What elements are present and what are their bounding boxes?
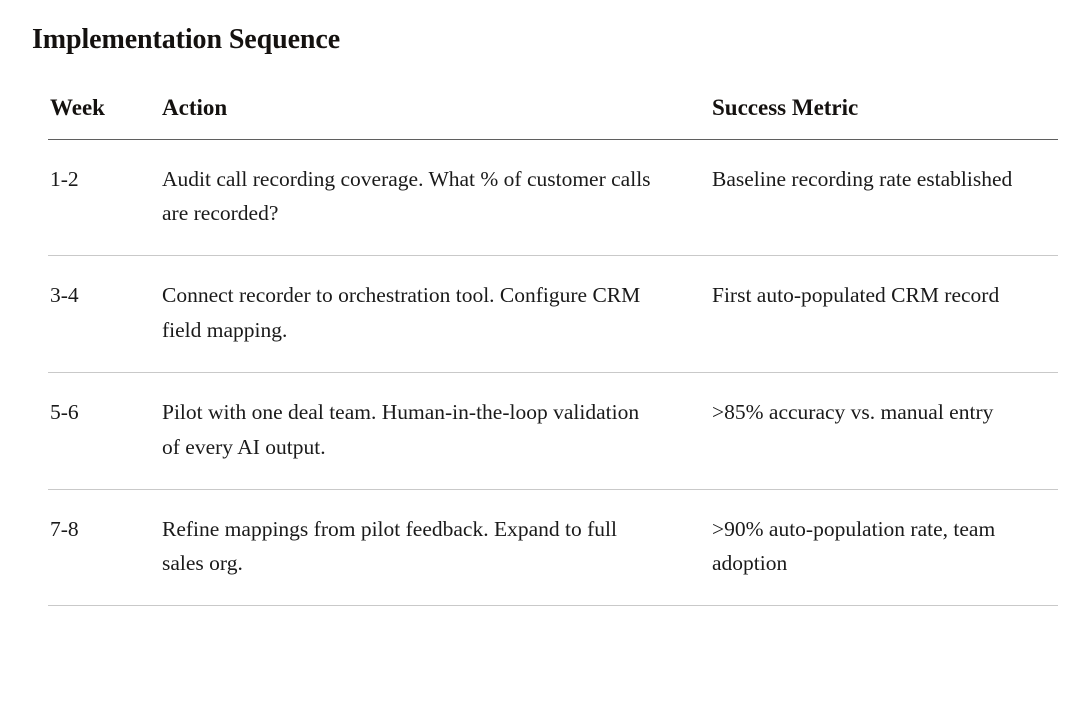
column-header-week: Week — [48, 94, 160, 140]
cell-week: 5-6 — [48, 372, 160, 490]
table-row: 3-4 Connect recorder to orchestration to… — [48, 255, 1058, 373]
table-row: 7-8 Refine mappings from pilot feedback.… — [48, 489, 1058, 607]
table-row: 1-2 Audit call recording coverage. What … — [48, 139, 1058, 257]
table-body: 1-2 Audit call recording coverage. What … — [48, 139, 1058, 607]
cell-week: 7-8 — [48, 489, 160, 607]
cell-week: 1-2 — [48, 139, 160, 257]
table-header: Week Action Success Metric — [48, 94, 1058, 140]
cell-action: Refine mappings from pilot feedback. Exp… — [160, 489, 706, 607]
cell-metric: >90% auto-population rate, team adoption — [706, 489, 1058, 607]
implementation-sequence-table: Week Action Success Metric 1-2 Audit cal… — [48, 94, 1058, 607]
cell-metric: >85% accuracy vs. manual entry — [706, 372, 1058, 490]
table-row: 5-6 Pilot with one deal team. Human-in-t… — [48, 372, 1058, 490]
column-header-action: Action — [160, 94, 706, 140]
cell-metric: Baseline recording rate established — [706, 139, 1058, 257]
table-container: Week Action Success Metric 1-2 Audit cal… — [48, 94, 1058, 607]
cell-action: Audit call recording coverage. What % of… — [160, 139, 706, 257]
cell-week: 3-4 — [48, 255, 160, 373]
cell-metric: First auto-populated CRM record — [706, 255, 1058, 373]
cell-action: Pilot with one deal team. Human-in-the-l… — [160, 372, 706, 490]
page-title: Implementation Sequence — [32, 24, 341, 55]
column-header-metric: Success Metric — [706, 94, 1058, 140]
table-header-row: Week Action Success Metric — [48, 94, 1058, 140]
cell-action: Connect recorder to orchestration tool. … — [160, 255, 706, 373]
